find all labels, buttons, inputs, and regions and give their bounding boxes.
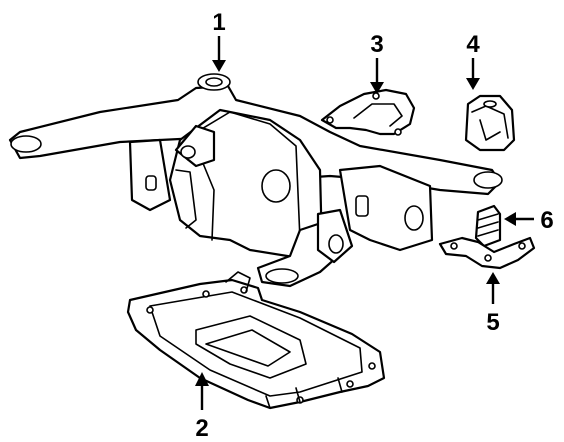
- leader-line-5: [486, 272, 500, 304]
- crossmember-frame: [8, 73, 503, 288]
- mount-bracket: [320, 88, 416, 136]
- leader-line-4: [466, 58, 480, 90]
- callout-3: 3: [370, 31, 383, 58]
- skid-plate: [126, 271, 386, 410]
- bushing: [474, 204, 502, 248]
- leader-line-3: [370, 58, 384, 94]
- callout-4: 4: [466, 31, 480, 58]
- callout-6: 6: [540, 207, 553, 234]
- leader-line-1: [212, 36, 226, 72]
- callout-2: 2: [195, 415, 208, 442]
- leader-line-6: [504, 212, 534, 226]
- callout-1: 1: [212, 9, 225, 36]
- leader-line-2: [195, 372, 209, 410]
- callout-5: 5: [486, 309, 499, 336]
- lower-bracket: [438, 236, 536, 270]
- upper-insulator: [464, 94, 516, 152]
